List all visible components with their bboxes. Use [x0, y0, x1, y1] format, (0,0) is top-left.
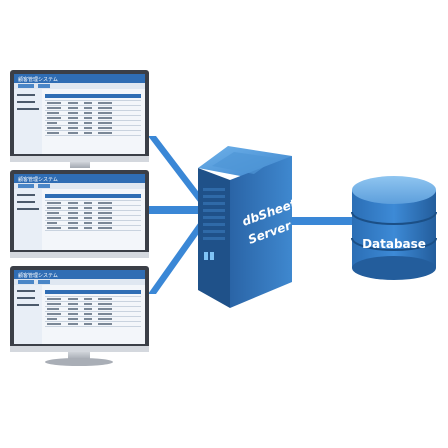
database-band — [351, 237, 437, 251]
app-title-bar — [14, 74, 145, 83]
sidebar-item — [17, 108, 39, 110]
monitor-neck — [68, 352, 90, 360]
sidebar-item — [17, 94, 35, 96]
toolbar-button — [38, 184, 50, 188]
app-title: 顧客管理システム — [18, 76, 58, 83]
app-title: 顧客管理システム — [18, 176, 58, 183]
server-tower: dbSheet Server — [198, 146, 299, 308]
app-sidebar — [14, 285, 42, 344]
database-bottom — [352, 256, 436, 280]
app-title-bar — [14, 174, 145, 183]
grid-header — [45, 290, 141, 294]
monitor-chin — [10, 252, 149, 258]
monitor-base — [45, 358, 113, 366]
connector-client-3 — [148, 222, 207, 294]
sidebar-item — [17, 304, 39, 306]
toolbar-button — [38, 84, 50, 88]
sidebar-item — [17, 101, 35, 103]
database-band — [351, 211, 437, 225]
server-indicator-light — [210, 252, 214, 260]
monitor-chin — [10, 156, 149, 162]
toolbar-button — [18, 280, 34, 284]
sidebar-item — [17, 297, 35, 299]
sidebar-item — [17, 208, 39, 210]
grid-cells — [47, 202, 112, 229]
server-top-panel — [212, 152, 276, 174]
toolbar-button — [18, 184, 34, 188]
grid-rows — [45, 200, 141, 231]
client-monitor-2: 顧客管理システム — [10, 170, 149, 258]
connector-client-2 — [148, 206, 204, 214]
sidebar-item — [17, 201, 35, 203]
server-indicator-light — [204, 252, 208, 260]
sidebar-item — [17, 290, 35, 292]
app-title-bar — [14, 270, 145, 279]
client-monitor-3: 顧客管理システム — [10, 266, 149, 366]
connector-database — [290, 217, 358, 225]
database-label: Database — [362, 237, 426, 251]
monitor-neck — [70, 162, 90, 168]
database-cylinder: Database — [351, 176, 437, 280]
grid-rows — [45, 100, 141, 136]
monitor-chin — [10, 346, 149, 352]
app-sidebar — [14, 189, 42, 250]
connectors — [148, 136, 358, 294]
server-front-face — [230, 156, 292, 308]
server-vents — [203, 188, 225, 240]
app-toolbar — [14, 279, 145, 285]
client-monitor-1: 顧客管理システム — [10, 70, 149, 168]
app-sidebar — [14, 89, 42, 154]
toolbar-button — [18, 84, 34, 88]
grid-header — [45, 194, 141, 198]
app-toolbar — [14, 83, 145, 89]
toolbar-button — [38, 280, 50, 284]
app-toolbar — [14, 183, 145, 189]
database-top — [352, 176, 436, 204]
grid-cells — [47, 102, 112, 134]
grid-cells — [47, 298, 112, 325]
grid-rows — [45, 296, 141, 327]
sidebar-item — [17, 194, 35, 196]
connector-client-1 — [148, 136, 207, 203]
app-title: 顧客管理システム — [18, 272, 58, 279]
grid-header — [45, 94, 141, 98]
